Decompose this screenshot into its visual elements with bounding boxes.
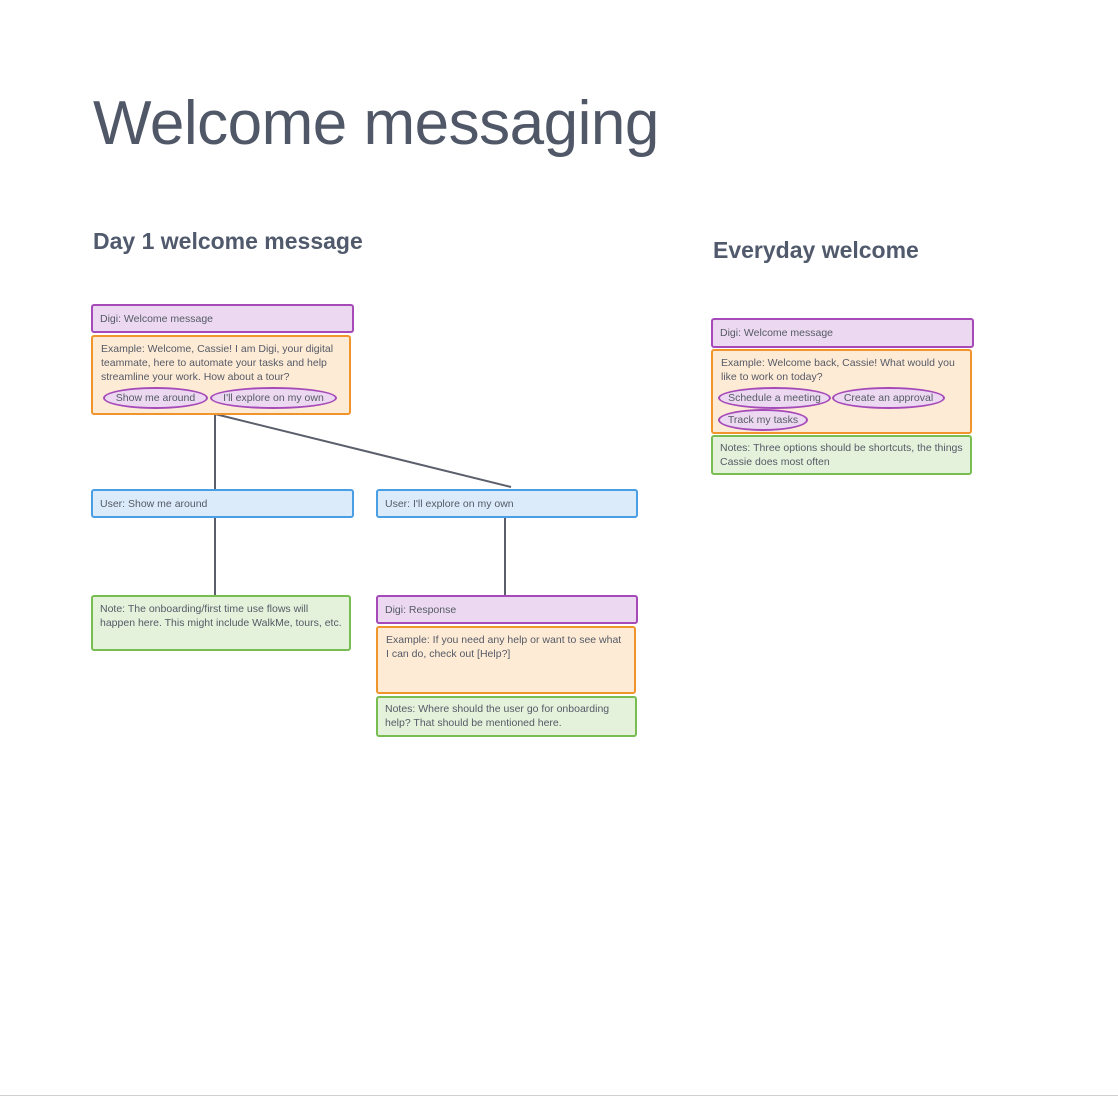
- response-notes-card: Notes: Where should the user go for onbo…: [376, 696, 637, 737]
- everyday-example-text: Example: Welcome back, Cassie! What woul…: [721, 357, 955, 383]
- option-explore-on-my-own-button[interactable]: I'll explore on my own: [210, 387, 337, 409]
- onboarding-note-card: Note: The onboarding/first time use flow…: [91, 595, 351, 651]
- digi-response-card: Digi: Response: [376, 595, 638, 624]
- option-track-tasks-button[interactable]: Track my tasks: [718, 409, 808, 431]
- day1-example-text: Example: Welcome, Cassie! I am Digi, you…: [101, 343, 334, 383]
- response-example-card: Example: If you need any help or want to…: [376, 626, 636, 694]
- day1-digi-welcome-card: Digi: Welcome message: [91, 304, 354, 333]
- everyday-heading: Everyday welcome: [713, 237, 919, 263]
- everyday-digi-welcome-card: Digi: Welcome message: [711, 318, 974, 348]
- user-explore-card: User: I'll explore on my own: [376, 489, 638, 518]
- day1-heading: Day 1 welcome message: [93, 228, 363, 254]
- option-create-approval-button[interactable]: Create an approval: [832, 387, 945, 409]
- bottom-divider: [0, 1095, 1118, 1096]
- option-show-me-around-button[interactable]: Show me around: [103, 387, 208, 409]
- user-show-me-around-card: User: Show me around: [91, 489, 354, 518]
- page-title: Welcome messaging: [93, 89, 659, 158]
- connector-to-explore: [214, 413, 512, 488]
- option-schedule-meeting-button[interactable]: Schedule a meeting: [718, 387, 831, 409]
- everyday-notes-card: Notes: Three options should be shortcuts…: [711, 435, 972, 475]
